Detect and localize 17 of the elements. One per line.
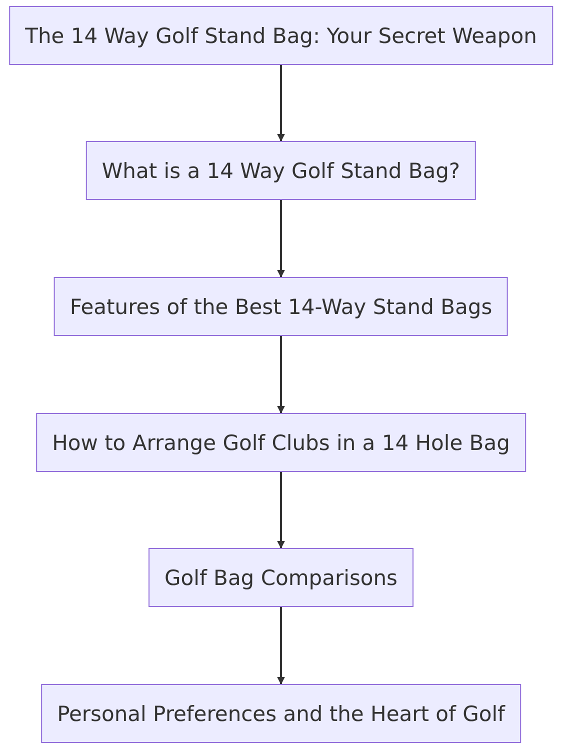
arrow — [277, 607, 285, 685]
process-box — [54, 277, 508, 336]
process-box — [41, 684, 521, 743]
arrow — [277, 200, 285, 278]
process-box — [36, 413, 526, 472]
box-label: Features of the Best 14-Way Stand Bags — [70, 294, 492, 320]
process-box — [9, 6, 553, 65]
box-label: How to Arrange Golf Clubs in a 14 Hole Bag — [52, 430, 510, 456]
arrow — [277, 472, 285, 549]
box-label: What is a 14 Way Golf Stand Bag? — [102, 158, 460, 184]
process-box — [86, 141, 476, 200]
process-box — [148, 548, 414, 607]
box-label: Golf Bag Comparisons — [164, 564, 398, 592]
arrow — [277, 65, 285, 142]
box-label: Personal Preferences and the Heart of Golf — [57, 700, 505, 728]
arrow — [277, 336, 285, 414]
box-label: The 14 Way Golf Stand Bag: Your Secret Weapon — [25, 22, 537, 50]
